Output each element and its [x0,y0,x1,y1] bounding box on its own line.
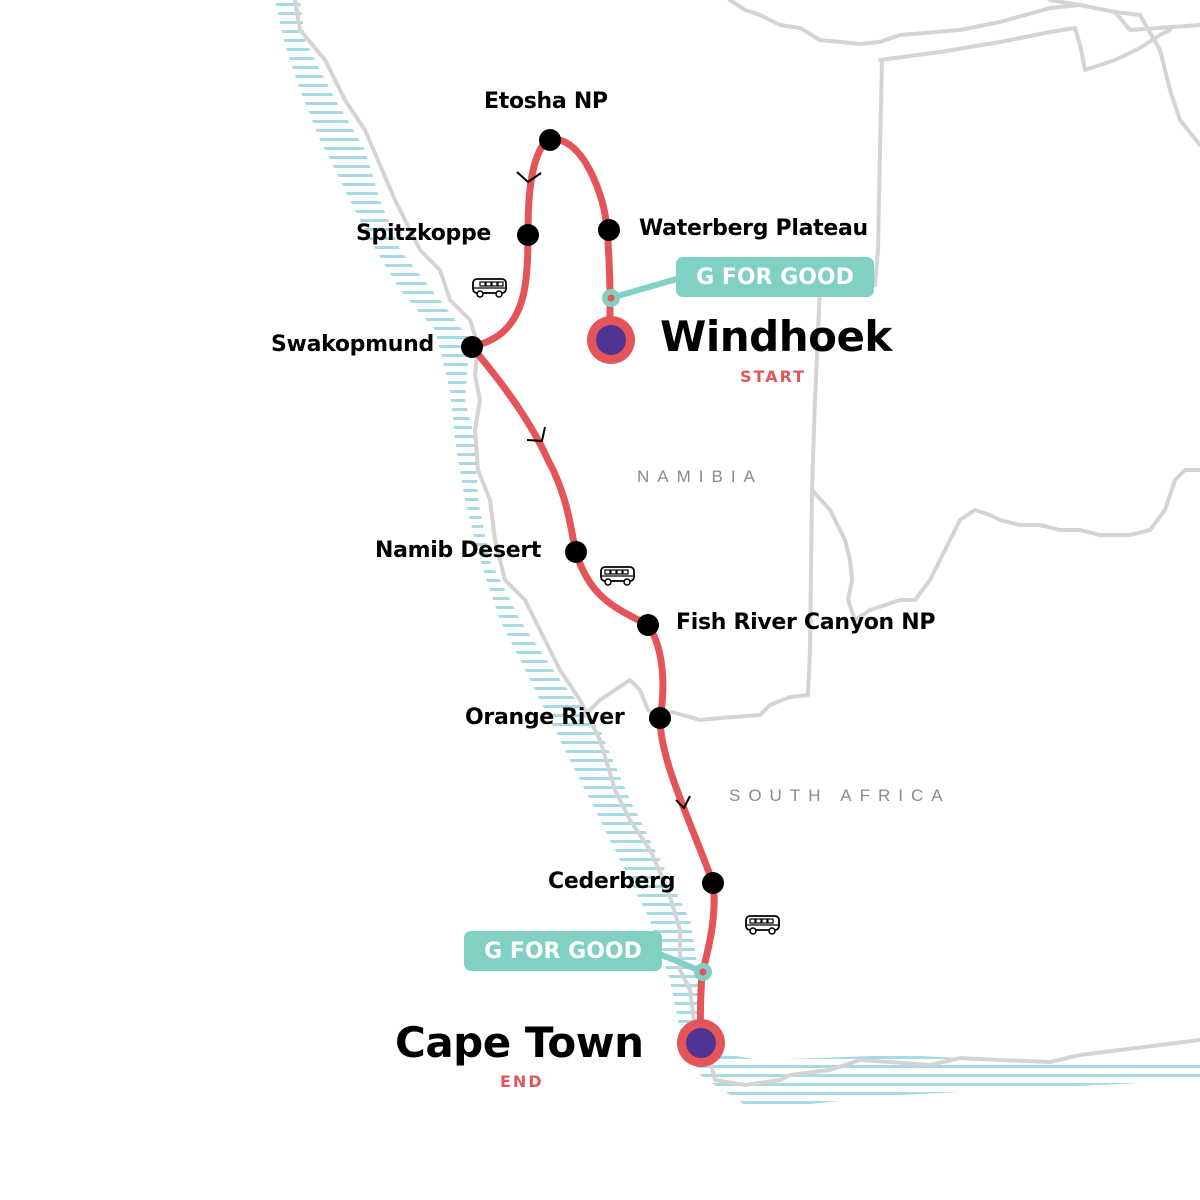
stop-marker-namib [565,541,587,563]
stop-label-etosha: Etosha NP [484,89,608,114]
end-city-label: Cape Town [395,1018,644,1067]
stop-marker-waterberg [598,219,620,241]
stop-markers [461,129,724,894]
stop-marker-swakopmund [461,336,483,358]
country-label-namibia: NAMIBIA [637,467,763,486]
stop-label-fish-river: Fish River Canyon NP [676,610,936,635]
country-label-south-africa: SOUTH AFRICA [729,786,951,805]
stop-label-cederberg: Cederberg [548,869,676,894]
stop-label-namib: Namib Desert [375,538,542,563]
g-for-good-badge[interactable]: G FOR GOOD [464,931,662,971]
stop-marker-spitzkoppe [517,224,539,246]
bus-icon [600,566,635,586]
g-for-good-marker [602,289,712,981]
stop-label-waterberg: Waterberg Plateau [639,216,868,241]
arrow-chevron-icon [516,171,691,810]
bus-icon [472,278,507,298]
stop-marker-orange-river [649,707,671,729]
stop-marker-cederberg [702,872,724,894]
stop-label-spitzkoppe: Spitzkoppe [356,221,492,246]
stop-marker-etosha [539,129,561,151]
end-marker [677,1019,725,1067]
country-borders [293,0,1200,1087]
end-tag: END [500,1072,544,1091]
start-tag: START [740,367,807,386]
bus-icon [745,915,780,935]
start-city-label: Windhoek [660,312,892,361]
stop-label-swakopmund: Swakopmund [271,332,434,357]
stop-marker-fish-river [637,614,659,636]
g-for-good-badge[interactable]: G FOR GOOD [676,257,874,297]
stop-label-orange-river: Orange River [465,705,625,730]
start-marker [587,316,635,364]
